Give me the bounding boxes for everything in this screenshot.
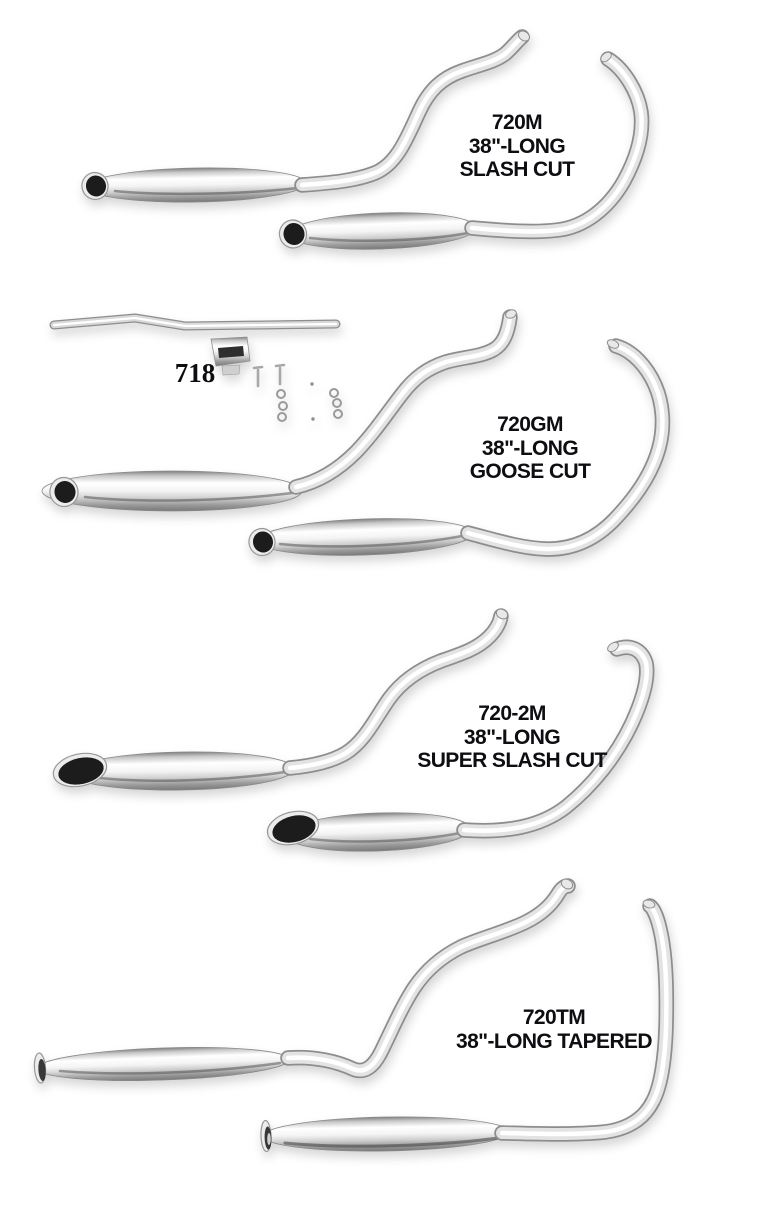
product-label-720gm: 720GM 38"-LONG GOOSE CUT xyxy=(470,413,591,484)
exhaust-set-720m xyxy=(81,29,641,250)
muffler xyxy=(287,212,477,250)
exhaust-set-720tm xyxy=(33,877,666,1153)
pipe-end xyxy=(560,878,574,890)
part-number: 720M xyxy=(491,111,543,134)
rear-pipe-assembly xyxy=(260,899,666,1153)
muffler xyxy=(262,1116,510,1152)
part-style: SLASH CUT xyxy=(459,158,575,181)
part-style: SUPER SLASH CUT xyxy=(417,749,607,772)
pipe-end xyxy=(606,339,620,349)
bracket-slot xyxy=(218,346,244,358)
product-label-720tm: 720TM 38"-LONG TAPERED xyxy=(456,1006,653,1053)
rear-pipe-assembly xyxy=(278,50,641,250)
exhaust-set-720-2m xyxy=(52,607,647,852)
pipe-end xyxy=(642,899,656,909)
mount-hardware xyxy=(252,363,343,422)
part-style: GOOSE CUT xyxy=(469,460,591,483)
part-length: 38"-LONG xyxy=(463,725,561,749)
part-number: 720TM xyxy=(522,1006,586,1029)
muffler xyxy=(256,518,474,556)
muffler xyxy=(41,470,303,512)
mount-kit-718 xyxy=(54,318,343,422)
pipe-end xyxy=(495,608,509,620)
front-pipe-assembly xyxy=(52,607,509,791)
product-label-720-2m: 720-2M 38"-LONG SUPER SLASH CUT xyxy=(417,702,607,773)
part-length: 38"-LONG xyxy=(481,436,579,460)
pipe-end xyxy=(517,30,531,42)
part-length: 38"-LONG xyxy=(468,134,566,158)
muffler xyxy=(85,167,307,203)
bracket-tab xyxy=(221,364,241,376)
inner-pipe xyxy=(267,1133,271,1145)
product-label-720m: 720M 38"-LONG SLASH CUT xyxy=(460,111,575,182)
pipe-end xyxy=(600,51,612,63)
front-pipe-assembly xyxy=(33,877,574,1084)
product-label-718: 718 xyxy=(175,360,216,387)
rear-pipe-assembly xyxy=(266,640,647,852)
part-length: 38"-LONG TAPERED xyxy=(456,1029,653,1053)
front-pipe-assembly xyxy=(81,29,531,203)
exhaust-set-720gm xyxy=(41,308,662,559)
rear-pipe-assembly xyxy=(248,338,662,559)
pipe-end xyxy=(505,309,517,319)
part-number: 718 xyxy=(174,358,216,388)
part-number: 720-2M xyxy=(478,702,546,725)
part-number: 720GM xyxy=(497,413,563,436)
front-pipe-assembly xyxy=(41,308,518,512)
muffler xyxy=(36,1047,290,1081)
pipe-end xyxy=(607,641,619,653)
